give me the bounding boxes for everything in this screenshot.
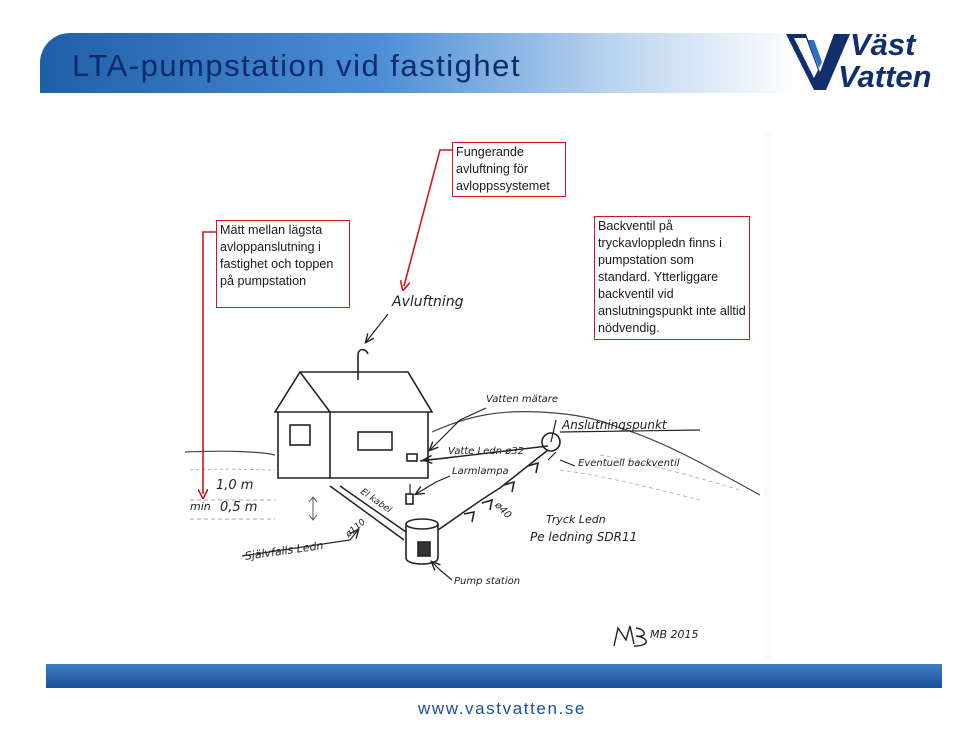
leader-vattenledn bbox=[424, 458, 449, 460]
service-line bbox=[547, 419, 557, 461]
label-avluftning: Avluftning bbox=[392, 294, 464, 310]
ground-line-left bbox=[189, 468, 276, 471]
valve-note: Backventil på tryckavloppledn finns i pu… bbox=[594, 216, 750, 340]
ventilation-note: Fungerande avluftning för avloppssysteme… bbox=[452, 142, 566, 197]
leader-anslutningspunkt bbox=[559, 429, 701, 433]
title-bar bbox=[40, 33, 800, 93]
leader-vattenmatare bbox=[430, 407, 487, 450]
pump-station-icon bbox=[405, 493, 439, 565]
leader-avluftning bbox=[366, 313, 389, 342]
logo-word-vatten: Vatten bbox=[838, 59, 932, 94]
leader-backventil bbox=[559, 459, 576, 467]
signature-text: MB 2015 bbox=[650, 628, 699, 641]
label-depth-min: min bbox=[190, 500, 211, 513]
label-backventil: Eventuell backventil bbox=[578, 458, 680, 469]
height-note: Mätt mellan lägsta avloppanslutning i fa… bbox=[216, 220, 350, 308]
label-vattenmatare: Vatten mätare bbox=[486, 394, 559, 405]
ground-line bbox=[184, 411, 761, 496]
logo-v-icon bbox=[786, 34, 850, 90]
red-arrow-ventilation bbox=[404, 149, 452, 286]
sheet-edge bbox=[764, 132, 771, 660]
footer-url[interactable]: www.vastvatten.se bbox=[418, 699, 586, 718]
signature-mark bbox=[613, 625, 647, 647]
label-tryckledn: Tryck Ledn bbox=[546, 513, 606, 526]
leader-sjalvfall bbox=[241, 530, 358, 557]
logo-word-vast: Väst bbox=[850, 27, 916, 62]
depth-arrow bbox=[308, 496, 318, 521]
label-larmlampa: Larmlampa bbox=[452, 466, 509, 477]
pressure-pipe bbox=[437, 449, 549, 531]
gravity-pipe bbox=[329, 485, 407, 541]
label-pumpstation: Pump station bbox=[454, 576, 521, 587]
vast-vatten-logo: Väst Vatten bbox=[784, 28, 949, 98]
label-depth-05m: 0,5 m bbox=[220, 500, 258, 515]
flow-arrows bbox=[463, 461, 540, 523]
leader-pumpstation bbox=[432, 562, 453, 581]
dimension-line bbox=[190, 499, 275, 520]
label-peledning: Pe ledning SDR11 bbox=[530, 530, 638, 544]
ground-hatch bbox=[559, 454, 741, 501]
label-depth-1m: 1,0 m bbox=[216, 478, 254, 493]
house-icon bbox=[273, 348, 434, 479]
connection-point-icon bbox=[541, 432, 561, 452]
red-arrow-height bbox=[203, 231, 217, 494]
label-anslutningspunkt: Anslutningspunkt bbox=[562, 418, 667, 432]
leader-larmlampa bbox=[416, 475, 451, 494]
page-title: LTA-pumpstation vid fastighet bbox=[72, 48, 521, 83]
footer-bar bbox=[46, 664, 942, 688]
label-vattenledn: Vatte Ledn ø32 bbox=[448, 446, 524, 457]
